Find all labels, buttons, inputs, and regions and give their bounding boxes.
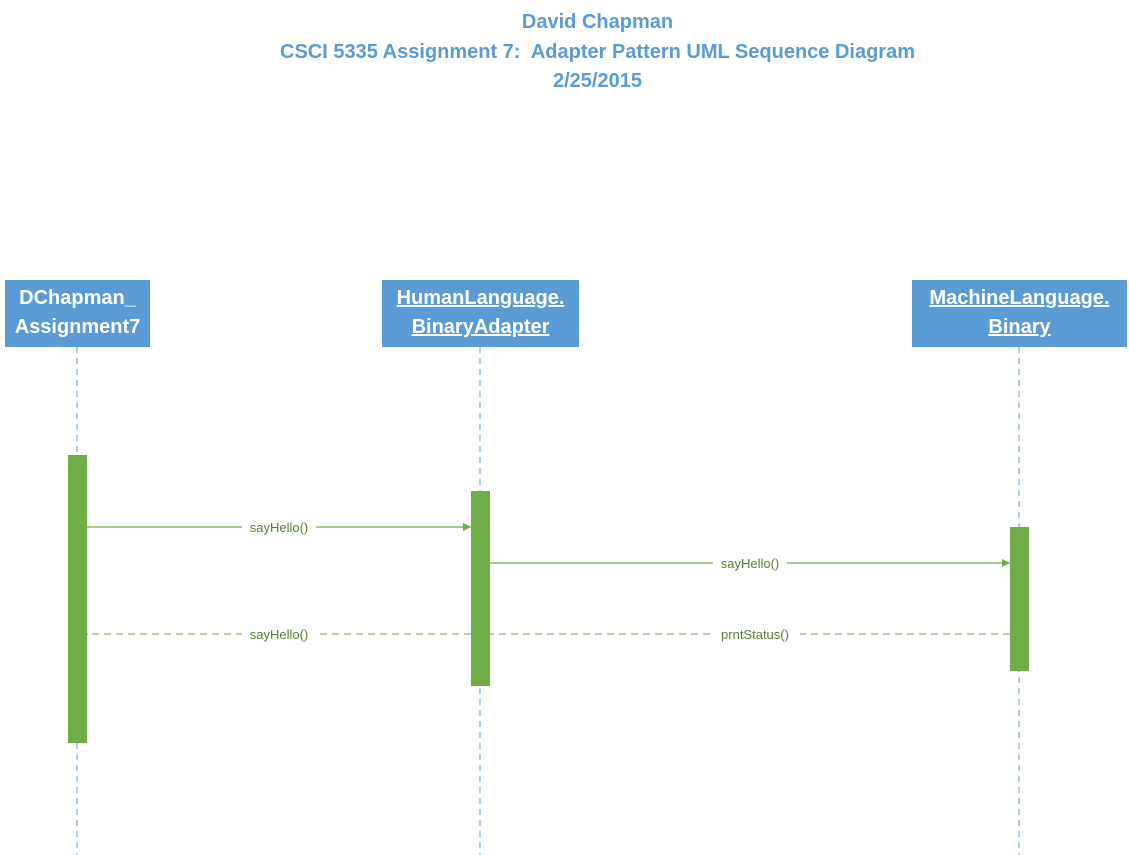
- lifeline-adapter-name-line2: BinaryAdapter: [411, 316, 550, 338]
- lifeline-head-client: DChapman_ Assignment7: [5, 280, 150, 347]
- lifeline-client-name-line1: DChapman_: [19, 287, 136, 309]
- lifeline-binary-name-line2: Binary: [988, 316, 1051, 338]
- diagram-date: 2/25/2015: [553, 70, 642, 92]
- lifeline-client-name-line2: Assignment7: [14, 316, 141, 338]
- lifeline-adapter-name-line1: HumanLanguage.: [396, 287, 565, 309]
- message-label-4: sayHello(): [250, 627, 309, 642]
- message-label-1: sayHello(): [250, 520, 309, 535]
- lifeline-head-binary: MachineLanguage. Binary: [912, 280, 1127, 347]
- activation-bar-client: [68, 455, 87, 743]
- lifeline-head-adapter: HumanLanguage. BinaryAdapter: [382, 280, 579, 347]
- message-label-2: sayHello(): [721, 556, 780, 571]
- author-name: David Chapman: [521, 11, 674, 33]
- course-title: CSCI 5335 Assignment 7: Adapter Pattern …: [280, 40, 915, 63]
- lifeline-binary-name-line1: MachineLanguage.: [929, 287, 1110, 309]
- activation-bar-binary: [1010, 527, 1029, 671]
- diagram-title: David Chapman CSCI 5335 Assignment 7: Ad…: [0, 8, 1129, 97]
- activation-bar-adapter: [471, 491, 490, 686]
- message-label-3: prntStatus(): [721, 627, 789, 642]
